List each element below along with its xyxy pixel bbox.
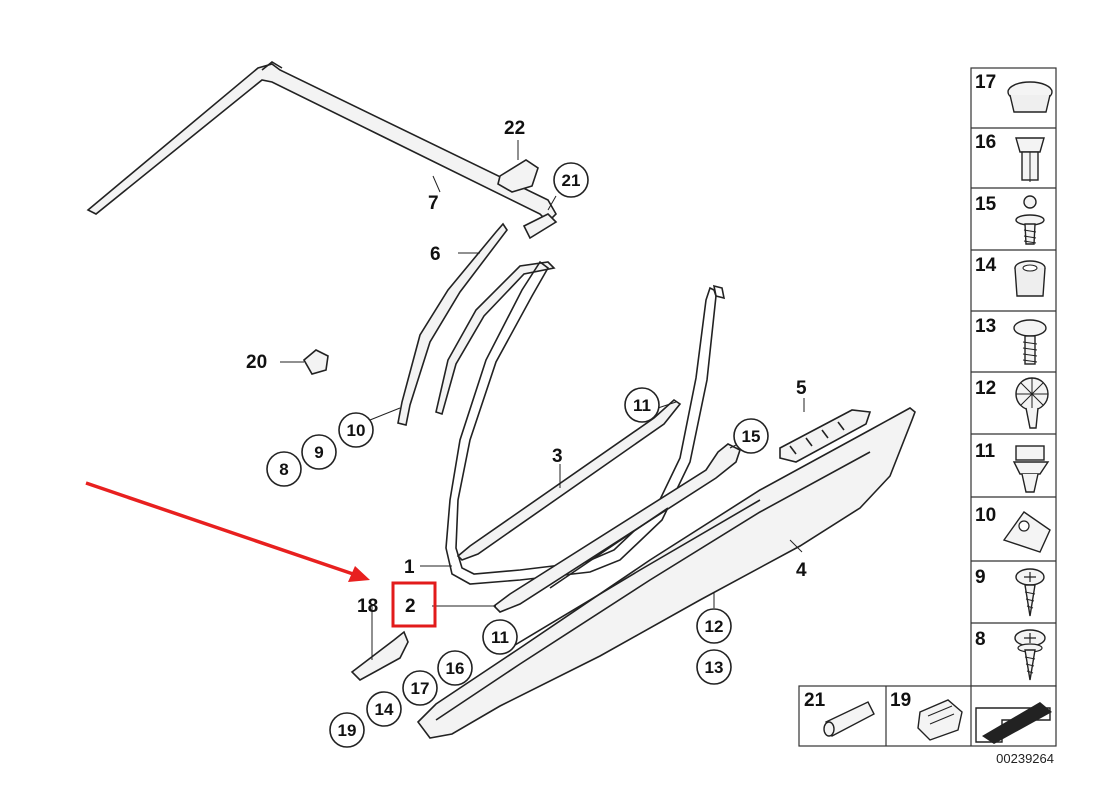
svg-text:13: 13 <box>705 658 724 677</box>
callout-4: 4 <box>796 560 807 581</box>
side-skirt-part <box>416 407 916 739</box>
panel-label-15: 15 <box>975 194 997 215</box>
callout-6: 6 <box>430 244 441 265</box>
svg-text:21: 21 <box>562 171 581 190</box>
callout-2: 2 <box>405 596 416 617</box>
a-pillar-seals-part <box>397 213 558 426</box>
bottom-label-21: 21 <box>804 690 826 711</box>
panel-label-12: 12 <box>975 378 996 399</box>
circle-11-lower: 11 <box>482 619 518 655</box>
panel-label-10: 10 <box>975 505 996 526</box>
panel-label-17: 17 <box>975 72 996 93</box>
svg-text:15: 15 <box>742 427 761 446</box>
svg-text:16: 16 <box>446 659 465 678</box>
panel-clip-icon <box>1012 445 1050 493</box>
cap-plug-icon <box>1007 81 1053 113</box>
svg-text:17: 17 <box>411 679 430 698</box>
callout-1: 1 <box>404 557 415 578</box>
panel-label-13: 13 <box>975 316 996 337</box>
circle-9: 9 <box>301 434 337 470</box>
svg-text:12: 12 <box>705 617 724 636</box>
callout-5: 5 <box>796 378 807 399</box>
dowel-pin-icon <box>823 701 875 737</box>
nut-part <box>302 349 329 375</box>
callout-20: 20 <box>246 352 267 373</box>
circle-16: 16 <box>437 650 473 686</box>
washer-screw-icon <box>1014 629 1046 681</box>
nut-clip-icon <box>1002 511 1051 553</box>
leader-lines <box>280 140 805 660</box>
circle-17: 17 <box>402 670 438 706</box>
callout-18: 18 <box>357 596 378 617</box>
panel-label-9: 9 <box>975 567 986 588</box>
diagram-id: 00239264 <box>996 751 1054 766</box>
expanding-clip-icon <box>1015 377 1049 429</box>
circle-11-upper: 11 <box>624 387 660 423</box>
circle-21: 21 <box>553 162 589 198</box>
svg-text:11: 11 <box>633 396 651 415</box>
circle-15: 15 <box>733 418 769 454</box>
svg-text:10: 10 <box>347 421 366 440</box>
circle-19: 19 <box>329 712 365 748</box>
callout-22: 22 <box>504 118 525 139</box>
circle-10: 10 <box>338 412 374 448</box>
diagram-corner-arrow-icon <box>975 702 1052 744</box>
svg-text:19: 19 <box>338 721 357 740</box>
sill-trim-part <box>492 443 741 613</box>
panel-label-8: 8 <box>975 629 986 650</box>
highlight-box <box>391 581 437 628</box>
pointer-arrow-icon <box>85 481 370 582</box>
grommet-icon <box>1014 260 1046 297</box>
roof-seal-part <box>86 61 557 224</box>
phillips-screw-icon <box>1015 568 1045 617</box>
panel-label-14: 14 <box>975 255 997 276</box>
bottom-label-19: 19 <box>890 690 911 711</box>
fastener-panel: 17 16 15 14 13 12 11 10 9 8 <box>970 67 1057 687</box>
connector-part <box>779 409 872 463</box>
circle-14: 14 <box>366 691 402 727</box>
callout-7: 7 <box>428 193 439 214</box>
circle-12: 12 <box>696 608 732 644</box>
svg-text:11: 11 <box>491 628 509 647</box>
callout-3: 3 <box>552 446 563 467</box>
expansion-screw-icon <box>1013 319 1047 365</box>
screw-icon <box>1015 195 1045 245</box>
svg-text:9: 9 <box>314 443 323 462</box>
clip-part <box>497 159 539 193</box>
inner-seal-part <box>456 398 682 561</box>
push-rivet-icon <box>1015 137 1045 182</box>
circle-8: 8 <box>266 451 302 487</box>
svg-text:8: 8 <box>279 460 288 479</box>
retainer-clip-icon <box>917 699 963 741</box>
end-cap-part <box>350 630 409 681</box>
svg-text:14: 14 <box>375 700 394 719</box>
circle-13: 13 <box>696 649 732 685</box>
bottom-panel: 21 19 00239264 <box>798 685 1057 766</box>
panel-label-11: 11 <box>975 441 996 462</box>
panel-label-16: 16 <box>975 132 996 153</box>
